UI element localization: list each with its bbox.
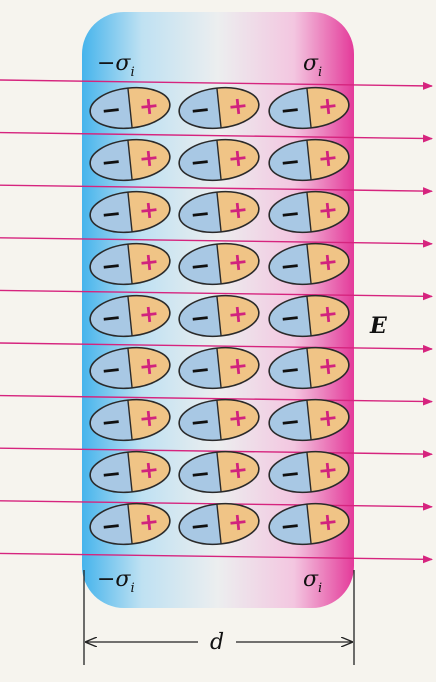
dipole-negative-sign: − [189, 407, 212, 437]
dipole-positive-sign: + [226, 507, 249, 537]
dipole-positive-sign: + [137, 351, 160, 381]
dipole-positive-sign: + [226, 247, 249, 277]
dipole-negative-sign: − [100, 251, 123, 281]
dipole-positive-sign: + [226, 403, 249, 433]
dipole-positive-sign: + [316, 403, 339, 433]
dipole-positive-sign: + [316, 247, 339, 277]
dipole-negative-sign: − [279, 251, 302, 281]
sigma-label-bottom-left: −σi [97, 567, 135, 596]
dipole-negative-sign: − [279, 511, 302, 541]
dipole-negative-sign: − [279, 459, 302, 489]
dipole-positive-sign: + [226, 143, 249, 173]
dipole-positive-sign: + [316, 195, 339, 225]
dipole-negative-sign: − [189, 251, 212, 281]
dipole-negative-sign: − [100, 303, 123, 333]
distance-label: d [210, 630, 224, 655]
dipole-negative-sign: − [189, 459, 212, 489]
dipole-negative-sign: − [279, 95, 302, 125]
dipole-negative-sign: − [189, 199, 212, 229]
dipole-negative-sign: − [189, 511, 212, 541]
dipole-positive-sign: + [137, 455, 160, 485]
dipole-negative-sign: − [279, 407, 302, 437]
dipole-negative-sign: − [279, 199, 302, 229]
dipole-positive-sign: + [226, 91, 249, 121]
dipole-negative-sign: − [189, 95, 212, 125]
dipole-positive-sign: + [137, 403, 160, 433]
dipole-positive-sign: + [316, 507, 339, 537]
dipole-negative-sign: − [100, 95, 123, 125]
field-label: E [369, 313, 388, 339]
dipole-positive-sign: + [137, 195, 160, 225]
dipole-positive-sign: + [316, 455, 339, 485]
dipole-positive-sign: + [137, 143, 160, 173]
dipole-negative-sign: − [100, 459, 123, 489]
dipole-positive-sign: + [137, 507, 160, 537]
sigma-label-top-left: −σi [97, 51, 135, 80]
dipole-positive-sign: + [137, 247, 160, 277]
dipole-negative-sign: − [100, 511, 123, 541]
dipole-negative-sign: − [100, 407, 123, 437]
dipole-negative-sign: − [189, 355, 212, 385]
dipole-negative-sign: − [279, 147, 302, 177]
dipole-negative-sign: − [189, 303, 212, 333]
dipole-positive-sign: + [316, 299, 339, 329]
dipole-positive-sign: + [226, 299, 249, 329]
dipole-grid: −+−+−+−+−+−+−+−+−+−+−+−+−+−+−+−+−+−+−+−+… [88, 84, 351, 548]
dipole-positive-sign: + [316, 143, 339, 173]
dipole-negative-sign: − [100, 147, 123, 177]
dipole-positive-sign: + [316, 351, 339, 381]
dipole-negative-sign: − [100, 199, 123, 229]
dipole-positive-sign: + [137, 91, 160, 121]
dipole-negative-sign: − [279, 303, 302, 333]
dipole-positive-sign: + [226, 351, 249, 381]
dipole-negative-sign: − [279, 355, 302, 385]
dipole-negative-sign: − [189, 147, 212, 177]
dipole-negative-sign: − [100, 355, 123, 385]
dipole-positive-sign: + [226, 195, 249, 225]
dipole-positive-sign: + [137, 299, 160, 329]
dipole-positive-sign: + [316, 91, 339, 121]
dipole-positive-sign: + [226, 455, 249, 485]
